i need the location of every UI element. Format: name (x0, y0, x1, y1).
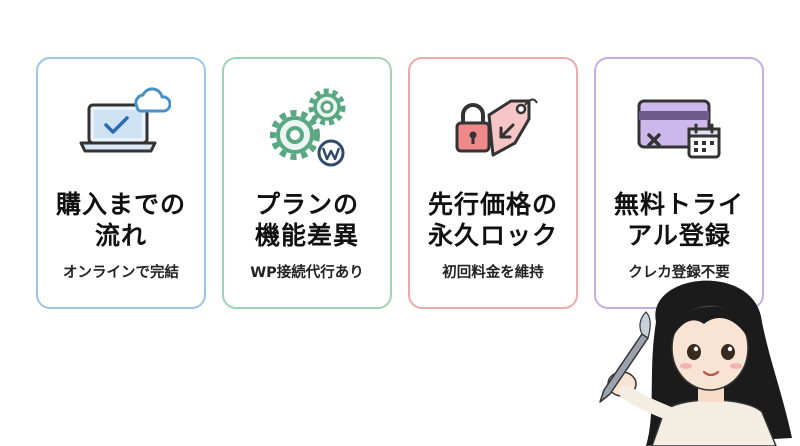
woman-holding-pen-illustration (586, 262, 800, 446)
credit-card-calendar-icon (629, 79, 729, 175)
card-subtitle: オンラインで完結 (63, 265, 179, 281)
card-title: 無料トライ アル登録 (613, 190, 744, 250)
padlock-price-tag-icon (443, 79, 543, 175)
card-plan-features: プランの 機能差異 WP接続代行あり (222, 57, 392, 309)
gears-wordpress-icon (257, 79, 357, 175)
card-title: プランの 機能差異 (254, 190, 359, 250)
card-subtitle: 初回料金を維持 (442, 265, 544, 281)
laptop-cloud-check-icon (71, 79, 171, 175)
card-purchase-flow: 購入までの 流れ オンラインで完結 (36, 57, 206, 309)
card-subtitle: WP接続代行あり (250, 265, 364, 281)
card-early-price-lock: 先行価格の 永久ロック 初回料金を維持 (408, 57, 578, 309)
card-subtitle: クレカ登録不要 (628, 265, 730, 281)
card-title: 先行価格の 永久ロック (427, 190, 558, 250)
card-title: 購入までの 流れ (55, 190, 186, 250)
